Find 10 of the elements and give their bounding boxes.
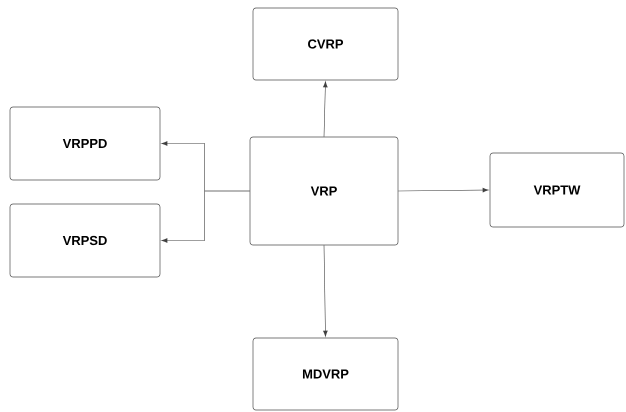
arrow bbox=[161, 190, 250, 243]
arrow bbox=[323, 81, 328, 137]
process-box: VRPPD bbox=[10, 106, 160, 180]
process-box: VRPTW bbox=[490, 152, 624, 228]
process-box: VRP bbox=[250, 136, 398, 246]
arrow bbox=[323, 245, 328, 337]
process-box: CVRP bbox=[252, 8, 398, 80]
process-box: MDVRP bbox=[252, 338, 398, 410]
arrow bbox=[398, 188, 489, 192]
process-box: VRPSD bbox=[10, 204, 160, 278]
